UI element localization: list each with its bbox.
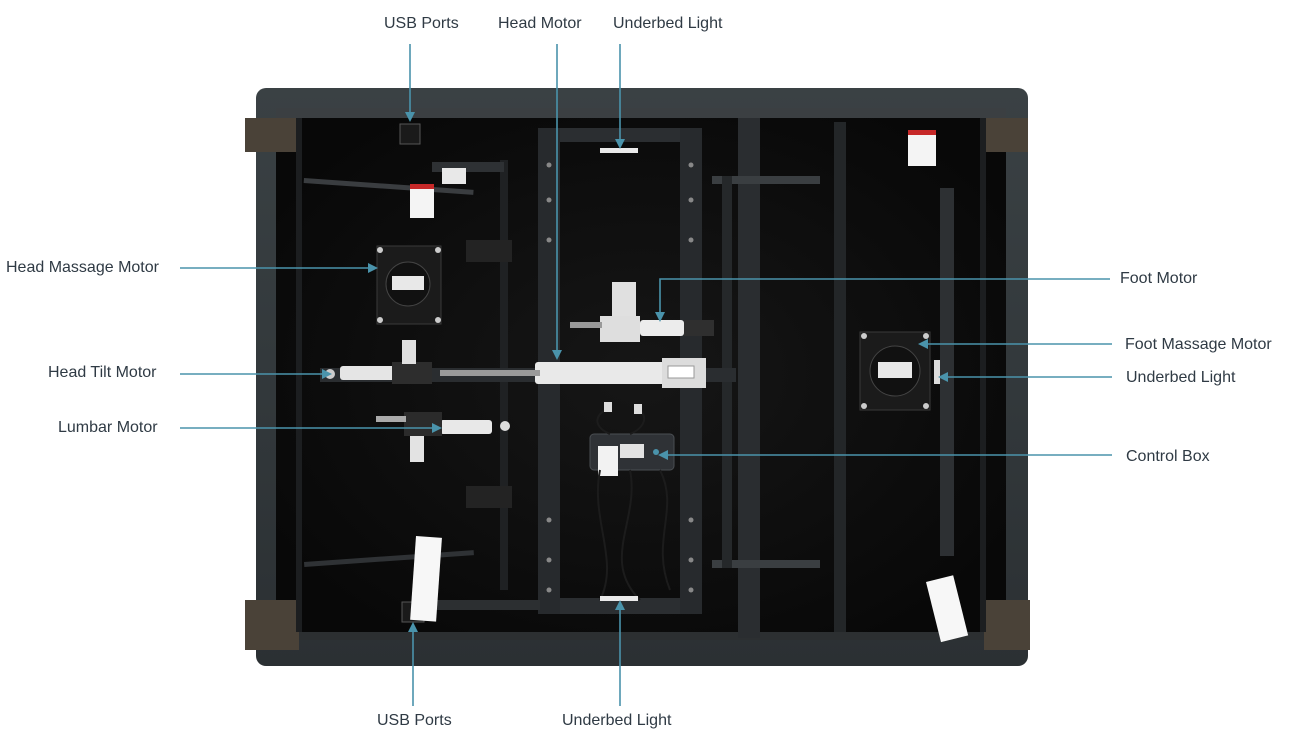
lumbar-motor-actuator (376, 412, 510, 462)
usb-port-top-unit (399, 123, 421, 145)
label-control-box: Control Box (1126, 448, 1210, 465)
foot-motor-actuator (570, 282, 714, 342)
leg-top-right (982, 118, 1028, 152)
label-head-tilt-motor: Head Tilt Motor (48, 364, 157, 381)
underbed-light-bottom-strip (600, 596, 638, 601)
leg-bottom-right (984, 600, 1030, 650)
underbed-light-top-strip (600, 148, 638, 153)
label-underbed-light-bottom: Underbed Light (562, 712, 672, 729)
label-foot-massage-motor: Foot Massage Motor (1125, 336, 1272, 353)
foot-rail-b (834, 122, 846, 632)
label-underbed-light-right: Underbed Light (1126, 369, 1236, 386)
head-motor-actuator (440, 358, 706, 388)
leader-lines (180, 44, 1112, 706)
foot-rail-c (940, 188, 954, 556)
label-foot-motor: Foot Motor (1120, 270, 1198, 287)
leg-bottom-left (245, 600, 299, 650)
warning-tag-foot (908, 130, 936, 166)
control-box-unit (589, 402, 675, 601)
label-usb-ports-top: USB Ports (384, 15, 459, 32)
warning-tag-head (410, 184, 434, 218)
label-usb-ports-bottom: USB Ports (377, 712, 452, 729)
paper-tag-bottom-right (926, 575, 969, 643)
label-head-massage-motor: Head Massage Motor (6, 259, 159, 276)
foot-rail-a (738, 118, 760, 638)
label-lumbar-motor: Lumbar Motor (58, 419, 158, 436)
leg-top-left (245, 118, 299, 152)
label-head-motor: Head Motor (498, 15, 582, 32)
paper-tag-bottom-left (410, 535, 442, 622)
label-underbed-light-top: Underbed Light (613, 15, 723, 32)
head-massage-motor-unit (376, 245, 442, 325)
head-tilt-motor-actuator (325, 340, 432, 384)
foot-massage-motor-unit (859, 331, 940, 411)
